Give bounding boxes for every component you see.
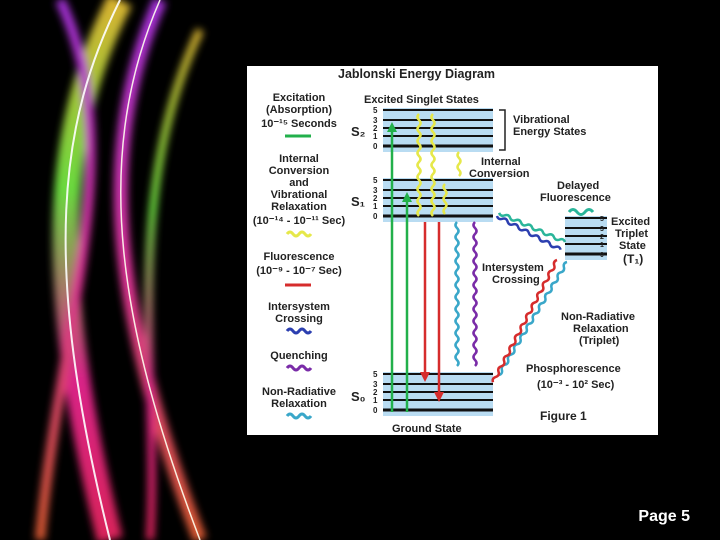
s2-level-number: 5: [373, 106, 378, 115]
nonrad-triplet-label-1: Non-Radiative: [561, 311, 635, 323]
internal-conversion-label-2: Conversion: [469, 168, 530, 180]
internal-conversion-wave-3: [456, 151, 462, 177]
intersystem-crossing-label-2: Crossing: [492, 274, 540, 286]
phosphorescence-wave: [491, 258, 558, 383]
delayed-fluorescence-swatch: [567, 208, 595, 216]
s0-level-number: 1: [373, 396, 378, 405]
s1-level-number: 3: [373, 186, 378, 195]
vibrational-bracket: [499, 109, 506, 151]
s0-level-number: 5: [373, 370, 378, 379]
legend-fluorescence-2: (10⁻⁹ - 10⁻⁷ Sec): [256, 265, 342, 277]
ground-state-label: Ground State: [392, 423, 462, 435]
wavy-transitions: [416, 113, 568, 383]
figure-label: Figure 1: [540, 409, 587, 423]
legend-excitation-3: 10⁻¹⁵ Seconds: [261, 118, 337, 130]
legend-excitation-1: Excitation: [273, 92, 326, 104]
legend-ic-5: Relaxation: [271, 201, 327, 213]
s1-level-number: 5: [373, 176, 378, 185]
legend-quenching: Quenching: [270, 350, 327, 362]
phosphorescence-label: Phosphorescence: [526, 363, 621, 375]
fluorescence-arrowhead-1: [420, 372, 430, 382]
s1-level-number: 0: [373, 212, 378, 221]
legend-isc-swatch: [285, 327, 313, 335]
excited-singlet-title: Excited Singlet States: [364, 94, 479, 106]
page-number: Page 5: [638, 508, 690, 525]
internal-conversion-wave-2: [430, 113, 436, 217]
legend-ic-swatch: [285, 230, 313, 238]
legend-ic-1: Internal: [279, 153, 319, 165]
nonrad-triplet-label-2: Relaxation: [573, 323, 629, 335]
legend-fluorescence-1: Fluorescence: [264, 251, 335, 263]
t1-level-number: 5: [600, 216, 604, 223]
s0-level-number: 0: [373, 406, 378, 415]
s1-level-number: 1: [373, 202, 378, 211]
legend-nonrad-2: Relaxation: [271, 398, 327, 410]
fluorescence-arrowhead-2: [434, 392, 444, 402]
transitions: [387, 122, 444, 412]
s2-level-number: 3: [373, 116, 378, 125]
triplet-label-2: Triplet: [615, 228, 648, 240]
triplet-label-1: Excited: [611, 216, 650, 228]
legend-ic-4: Vibrational: [271, 189, 328, 201]
t1-level-number: 3: [600, 226, 604, 233]
triplet-symbol: (T₁): [623, 252, 643, 266]
excitation-arrowhead-s1: [402, 192, 412, 202]
phosphorescence-time: (10⁻³ - 10² Sec): [537, 379, 615, 391]
s1-level-number: 2: [373, 194, 378, 203]
s0-state-label: S₀: [351, 389, 366, 404]
delayed-fluorescence-label-2: Fluorescence: [540, 192, 611, 204]
legend-ic-6: (10⁻¹⁴ - 10⁻¹¹ Sec): [253, 215, 346, 227]
s2-level-number: 0: [373, 142, 378, 151]
quenching-wave: [472, 221, 478, 367]
legend-excitation-2: (Absorption): [266, 104, 332, 116]
legend-ic-3: and: [289, 177, 309, 189]
s0-level-number: 3: [373, 380, 378, 389]
internal-conversion-label-1: Internal: [481, 156, 521, 168]
intersystem-crossing-label-1: Intersystem: [482, 262, 544, 274]
t1-level-number: 1: [600, 242, 604, 249]
nonrad-triplet-label-3: (Triplet): [579, 335, 620, 347]
s2-state-label: S₂: [351, 124, 366, 139]
nonrad-wave-s1: [454, 221, 460, 367]
delayed-fluorescence-wave: [497, 212, 567, 243]
s2-level-number: 2: [373, 124, 378, 133]
legend-ic-2: Conversion: [269, 165, 330, 177]
s0-level-number: 2: [373, 388, 378, 397]
excitation-arrowhead-s2: [387, 122, 397, 132]
delayed-fluorescence-label-1: Delayed: [557, 180, 599, 192]
s1-state-label: S₁: [351, 194, 365, 209]
vibrational-label-1: Vibrational: [513, 114, 570, 126]
vibrational-relaxation-wave: [442, 183, 448, 215]
internal-conversion-wave-1: [416, 113, 422, 217]
legend-isc-1: Intersystem: [268, 301, 330, 313]
jablonski-diagram: Jablonski Energy Diagram Excited Singlet…: [247, 66, 658, 435]
legend-quenching-swatch: [285, 364, 313, 372]
legend-isc-2: Crossing: [275, 313, 323, 325]
t1-level-number: 2: [600, 234, 604, 241]
diagram-canvas: Jablonski Energy Diagram Excited Singlet…: [247, 66, 658, 435]
legend-nonrad-1: Non-Radiative: [262, 386, 336, 398]
diagram-title: Jablonski Energy Diagram: [338, 67, 495, 81]
legend-nonrad-swatch: [285, 412, 313, 420]
s2-level-number: 1: [373, 132, 378, 141]
vibrational-label-2: Energy States: [513, 126, 586, 138]
triplet-label-3: State: [619, 240, 646, 252]
intersystem-crossing-wave: [495, 215, 562, 251]
legend: Excitation (Absorption) 10⁻¹⁵ Seconds In…: [253, 92, 346, 420]
t1-level-number: 0: [600, 252, 604, 259]
